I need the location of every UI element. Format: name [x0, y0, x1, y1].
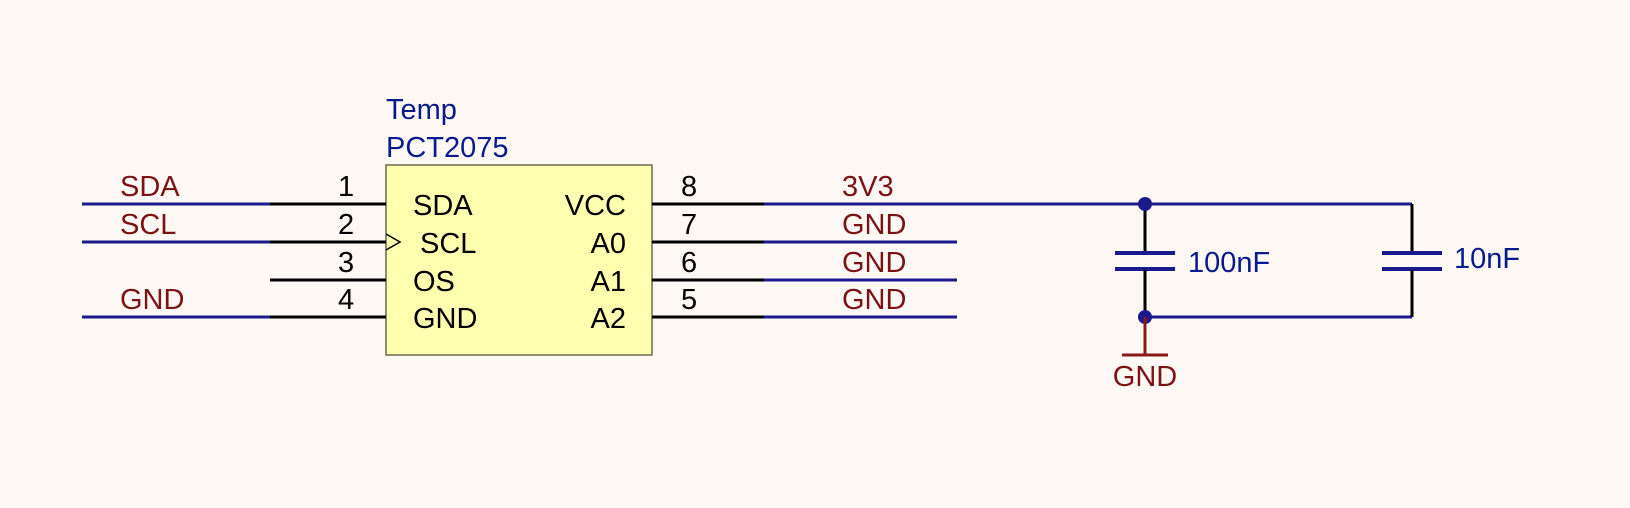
net-label-a1-gnd: GND	[842, 247, 906, 279]
pin-number-5: 5	[681, 284, 697, 316]
pin-name-gnd: GND	[413, 303, 477, 335]
clock-marker-icon	[385, 233, 402, 251]
capacitor-100nf-value: 100nF	[1188, 247, 1270, 279]
ground-symbol-label: GND	[1113, 361, 1177, 393]
pin-name-a1: A1	[591, 266, 626, 298]
net-label-a2-gnd: GND	[842, 284, 906, 316]
net-label-sda: SDA	[120, 171, 180, 203]
capacitor-100nf[interactable]	[1115, 204, 1175, 317]
pin-name-a0: A0	[591, 228, 626, 260]
pin-name-vcc: VCC	[565, 190, 626, 222]
chip-body[interactable]	[385, 164, 653, 356]
pin-name-os: OS	[413, 266, 455, 298]
net-label-3v3: 3V3	[842, 171, 894, 203]
pin-name-scl: SCL	[420, 228, 476, 260]
net-label-gnd-left: GND	[120, 284, 184, 316]
pin-number-6: 6	[681, 247, 697, 279]
ground-symbol-icon[interactable]	[1122, 317, 1168, 357]
pin-number-7: 7	[681, 209, 697, 241]
component-designator: Temp	[386, 94, 457, 126]
net-label-scl: SCL	[120, 209, 176, 241]
pin-number-2: 2	[338, 209, 354, 241]
pin-number-3: 3	[338, 247, 354, 279]
capacitor-10nf[interactable]	[1382, 204, 1442, 317]
pin-number-8: 8	[681, 171, 697, 203]
net-label-a0-gnd: GND	[842, 209, 906, 241]
junction-dot-3v3	[1138, 197, 1152, 211]
pin-name-sda: SDA	[413, 190, 473, 222]
pin-number-1: 1	[338, 171, 354, 203]
pin-number-4: 4	[338, 284, 354, 316]
capacitor-10nf-value: 10nF	[1454, 243, 1520, 275]
pin-name-a2: A2	[591, 303, 626, 335]
component-part-number: PCT2075	[386, 132, 509, 164]
